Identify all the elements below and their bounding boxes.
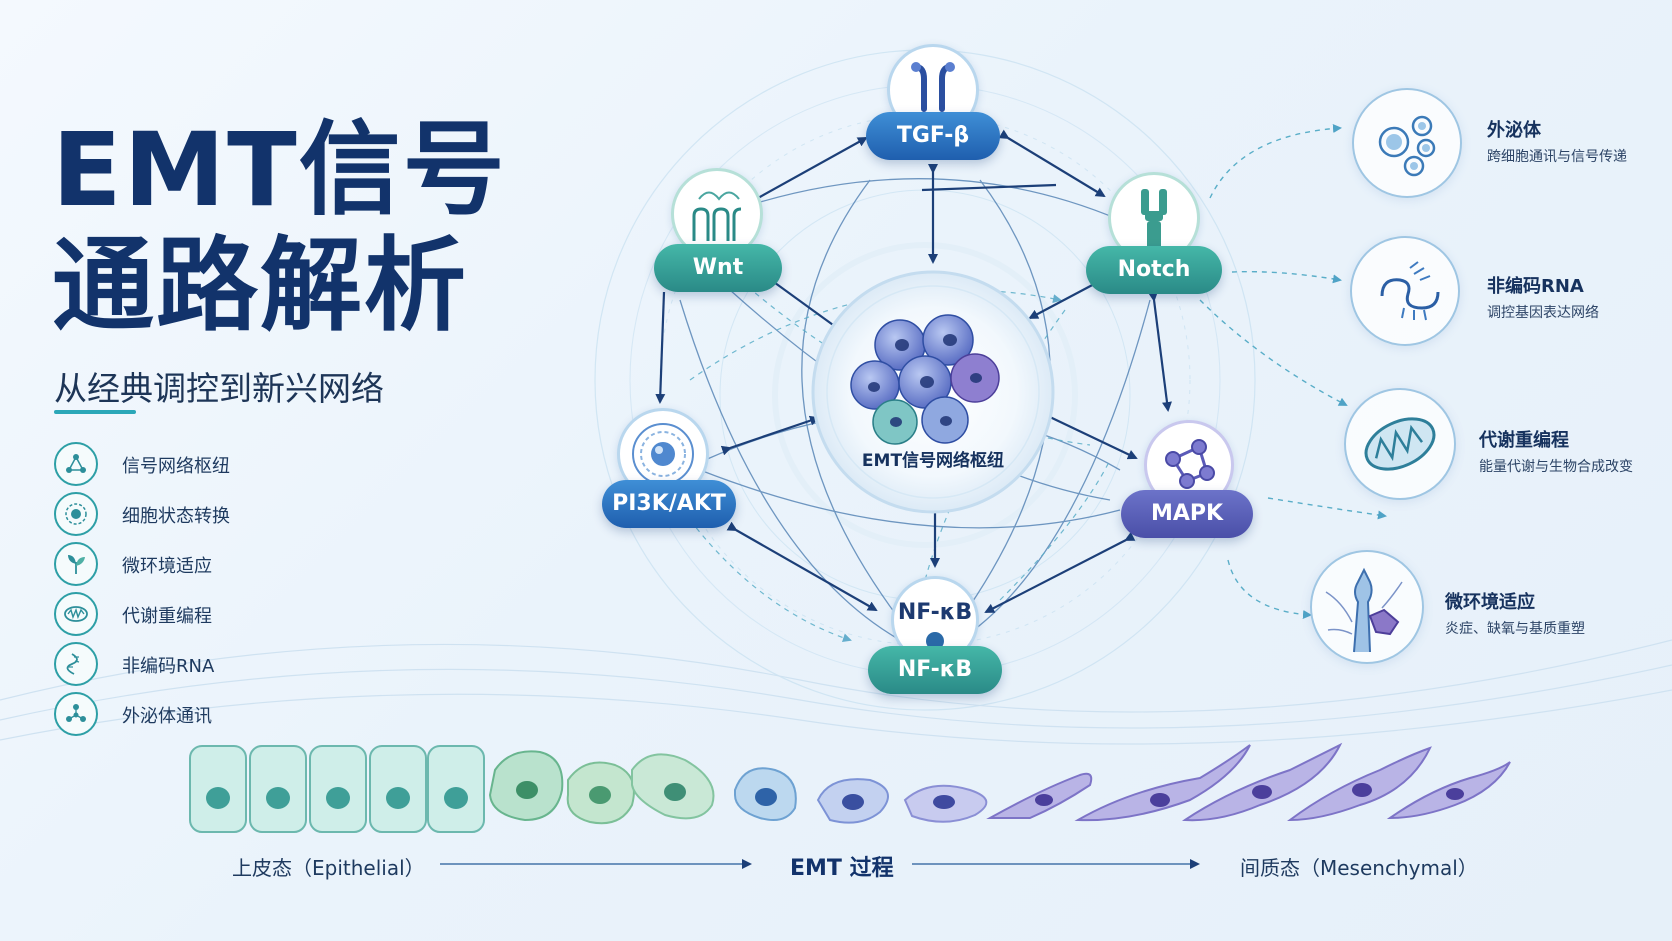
node-notch[interactable]: Notch xyxy=(1086,246,1222,294)
node-wnt[interactable]: Wnt xyxy=(654,244,782,292)
node-tgf-beta[interactable]: TGF-β xyxy=(866,112,1000,160)
main-arrows xyxy=(655,129,1172,613)
side-item-desc: 能量代谢与生物合成改变 xyxy=(1479,459,1633,475)
side-arrows xyxy=(1199,124,1387,619)
cell-state-icon xyxy=(54,492,98,536)
mitochondria-icon xyxy=(54,592,98,636)
nfkb-badge-label: NF-κB xyxy=(897,600,973,625)
rna-icon xyxy=(54,642,98,686)
side-item-title: 代谢重编程 xyxy=(1479,430,1569,451)
side-item-desc: 跨细胞通讯与信号传递 xyxy=(1487,149,1627,165)
node-pi3k-akt[interactable]: PI3K/AKT xyxy=(602,480,736,528)
emt-process-label: EMT 过程 xyxy=(790,856,894,881)
epithelial-cells xyxy=(189,745,485,833)
side-item-title: 微环境适应 xyxy=(1445,592,1535,613)
mitochondria-icon xyxy=(1344,388,1456,500)
feature-item: 细胞状态转换 xyxy=(54,492,354,540)
microenvironment-icon xyxy=(1310,550,1424,664)
subtitle: 从经典调控到新兴网络 xyxy=(54,369,384,408)
node-nf-kb[interactable]: NF-κB xyxy=(868,646,1002,694)
cell-cluster-icon xyxy=(850,314,1000,445)
feature-item: 外泌体通讯 xyxy=(54,692,354,740)
node-mapk[interactable]: MAPK xyxy=(1121,490,1253,538)
mesenchymal-label: 间质态（Mesenchymal） xyxy=(1240,856,1478,880)
pi3k-signal-icon xyxy=(617,408,709,500)
side-item-title: 非编码RNA xyxy=(1487,276,1584,297)
feature-item: 信号网络枢纽 xyxy=(54,442,354,490)
exosome-icon xyxy=(1352,88,1462,198)
hub-label: EMT信号网络枢纽 xyxy=(861,451,1005,471)
side-item-desc: 调控基因表达网络 xyxy=(1487,305,1599,321)
feature-item: 微环境适应 xyxy=(54,542,354,590)
mesenchymal-nuclei xyxy=(1035,783,1464,807)
feature-label: 信号网络枢纽 xyxy=(122,456,230,477)
side-item-title: 外泌体 xyxy=(1487,120,1541,141)
feature-label: 外泌体通讯 xyxy=(122,706,212,727)
title-line-2: 通路解析 xyxy=(52,227,468,346)
mesenchymal-cells xyxy=(986,742,1511,822)
title-line-1: EMT信号 xyxy=(52,111,507,230)
leaf-icon xyxy=(54,542,98,586)
epithelial-label: 上皮态（Epithelial） xyxy=(232,856,425,880)
rna-icon xyxy=(1350,236,1460,346)
feature-label: 代谢重编程 xyxy=(122,606,212,627)
side-item-desc: 炎症、缺氧与基质重塑 xyxy=(1445,621,1585,637)
feature-item: 代谢重编程 xyxy=(54,592,354,640)
feature-label: 非编码RNA xyxy=(122,656,215,677)
subtitle-underline xyxy=(54,410,136,414)
network-icon xyxy=(54,442,98,486)
transitional-cells xyxy=(488,750,988,825)
feature-item: 非编码RNA xyxy=(54,642,354,690)
feature-label: 微环境适应 xyxy=(122,556,212,577)
exosome-icon xyxy=(54,692,98,736)
feature-label: 细胞状态转换 xyxy=(122,506,230,527)
wave-lines xyxy=(0,639,1672,745)
